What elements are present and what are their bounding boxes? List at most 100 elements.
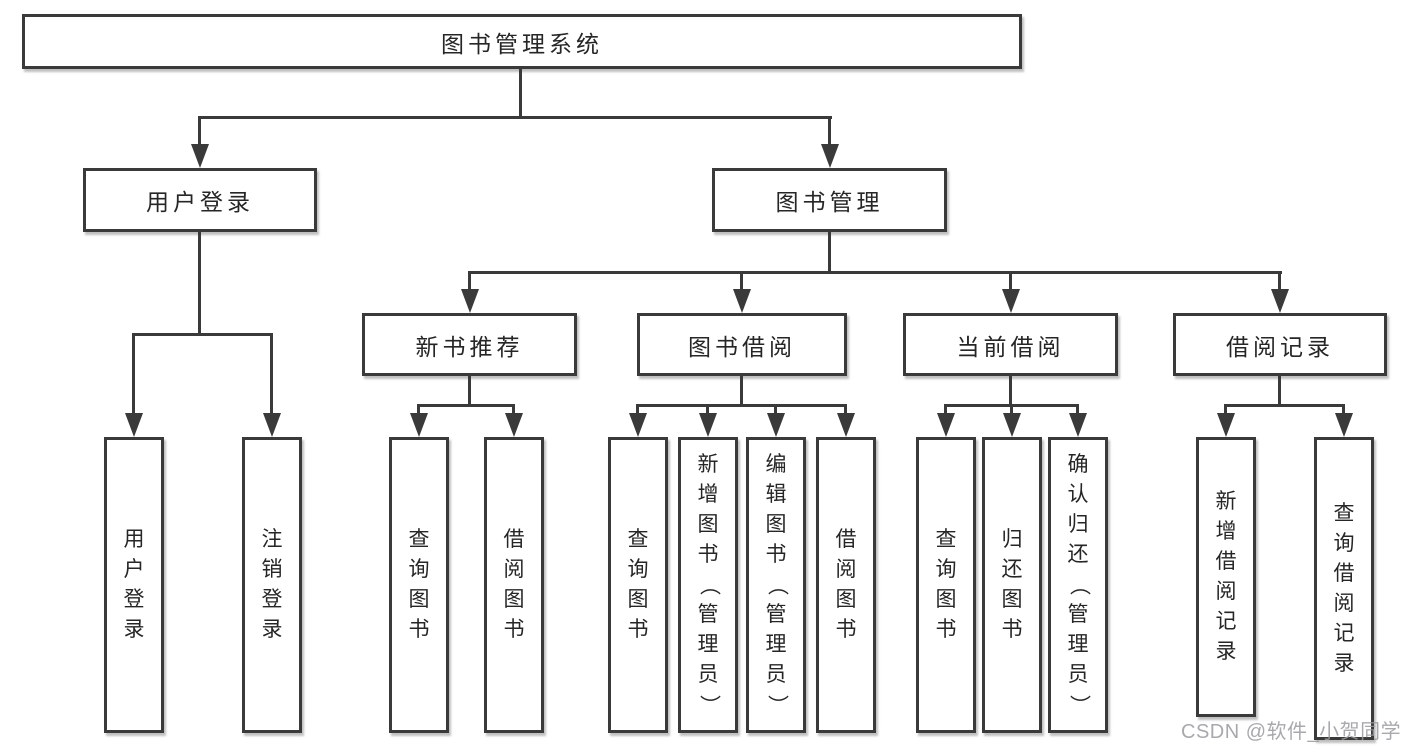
leaf-label-char: 户 xyxy=(123,558,145,581)
connector-line xyxy=(1224,405,1227,415)
leaf-user-login: 用户登录 xyxy=(104,437,164,733)
node-new-book-recommend-label: 新书推荐 xyxy=(415,333,524,360)
arrow-down-icon xyxy=(1069,413,1087,437)
connector-line xyxy=(740,272,743,291)
connector-line xyxy=(198,232,201,336)
leaf-label-char: 图 xyxy=(835,588,857,611)
leaf-label-char: 管 xyxy=(697,603,719,626)
connector-line xyxy=(636,404,847,407)
leaf-label-char: 还 xyxy=(1001,558,1023,581)
leaf-label-char: 用 xyxy=(123,528,145,551)
leaf-label-char: 询 xyxy=(627,558,649,581)
leaf-label-char: （ xyxy=(1067,574,1090,596)
leaf-query-borrow-record-label: 查询借阅记录 xyxy=(1317,440,1371,737)
connector-line xyxy=(1278,272,1281,291)
leaf-label-char: 录 xyxy=(1215,640,1237,663)
leaf-label-char: 录 xyxy=(123,618,145,641)
arrow-down-icon xyxy=(1335,413,1353,437)
connector-line xyxy=(774,405,777,415)
arrow-down-icon xyxy=(1217,413,1235,437)
arrow-down-icon xyxy=(937,413,955,437)
leaf-return-book: 归还图书 xyxy=(982,437,1042,733)
leaf-user-login-label: 用户登录 xyxy=(107,440,161,730)
arrow-down-icon xyxy=(1271,289,1289,313)
leaf-label-char: 图 xyxy=(765,513,787,536)
arrow-down-icon xyxy=(767,413,785,437)
leaf-query-book-recommend: 查询图书 xyxy=(389,437,449,733)
leaf-label-char: 还 xyxy=(1067,543,1089,566)
leaf-add-book-admin-label: 新增图书（管理员） xyxy=(681,440,735,730)
connector-line xyxy=(468,376,471,407)
leaf-label-char: 阅 xyxy=(1215,580,1237,603)
arrow-down-icon xyxy=(410,413,428,437)
node-borrow-record: 借阅记录 xyxy=(1173,313,1387,376)
leaf-label-char: （ xyxy=(697,574,720,596)
node-borrow-record-label: 借阅记录 xyxy=(1226,333,1334,360)
connector-line xyxy=(417,404,515,407)
leaf-label-char: 书 xyxy=(765,543,787,566)
connector-line xyxy=(740,376,743,407)
leaf-label-char: 新 xyxy=(697,453,719,476)
leaf-label-char: 新 xyxy=(1215,490,1237,513)
leaf-label-char: 书 xyxy=(503,618,525,641)
leaf-label-char: 录 xyxy=(1333,651,1355,675)
leaf-query-book-borrow: 查询图书 xyxy=(608,437,668,733)
leaf-label-char: 书 xyxy=(697,543,719,566)
leaf-confirm-return-admin: 确认归还（管理员） xyxy=(1048,437,1108,733)
connector-line xyxy=(1009,376,1012,407)
leaf-logout-label: 注销登录 xyxy=(245,440,299,730)
leaf-query-book-recommend-label: 查询图书 xyxy=(392,440,446,730)
node-book-management-label: 图书管理 xyxy=(775,189,884,215)
arrow-down-icon xyxy=(1002,289,1020,313)
arrow-down-icon xyxy=(461,289,479,313)
connector-line xyxy=(1076,405,1079,415)
node-book-management: 图书管理 xyxy=(712,168,947,232)
leaf-add-borrow-record-label: 新增借阅记录 xyxy=(1199,440,1253,714)
node-book-borrow-label: 图书借阅 xyxy=(688,333,796,360)
leaf-label-char: 图 xyxy=(935,588,957,611)
arrow-down-icon xyxy=(1003,413,1021,437)
leaf-add-borrow-record: 新增借阅记录 xyxy=(1196,437,1256,717)
leaf-label-char: 询 xyxy=(1333,531,1355,555)
leaf-label-char: 记 xyxy=(1333,621,1355,645)
leaf-label-char: 管 xyxy=(765,603,787,626)
arrow-down-icon xyxy=(505,413,523,437)
leaf-query-book-current-label: 查询图书 xyxy=(919,440,973,730)
arrow-down-icon xyxy=(125,413,143,437)
connector-line xyxy=(944,405,947,415)
leaf-label-char: 查 xyxy=(1333,501,1355,525)
leaf-borrow-book: 借阅图书 xyxy=(816,437,876,733)
leaf-label-char: 阅 xyxy=(1333,591,1355,615)
leaf-label-char: 借 xyxy=(835,528,857,551)
connector-line xyxy=(132,334,135,415)
leaf-label-char: 借 xyxy=(1333,561,1355,585)
connector-line xyxy=(1278,376,1281,407)
connector-line xyxy=(828,232,831,273)
connector-line xyxy=(132,333,273,336)
node-current-borrow-label: 当前借阅 xyxy=(956,333,1065,360)
connector-line xyxy=(706,405,709,415)
leaf-label-char: ） xyxy=(697,694,720,716)
root-node-label: 图书管理系统 xyxy=(441,30,603,57)
leaf-label-char: 辑 xyxy=(765,483,787,506)
leaf-borrow-book-recommend: 借阅图书 xyxy=(484,437,544,733)
leaf-query-book-borrow-label: 查询图书 xyxy=(611,440,665,730)
leaf-label-char: 图 xyxy=(1001,588,1023,611)
connector-line xyxy=(198,117,201,147)
leaf-label-char: 注 xyxy=(261,528,283,551)
connector-line xyxy=(417,405,420,415)
leaf-label-char: 图 xyxy=(627,588,649,611)
leaf-label-char: 图 xyxy=(408,588,430,611)
leaf-label-char: ） xyxy=(1067,694,1090,716)
leaf-logout: 注销登录 xyxy=(242,437,302,733)
leaf-label-char: 理 xyxy=(1067,633,1089,656)
arrow-down-icon xyxy=(263,413,281,437)
leaf-label-char: 录 xyxy=(261,618,283,641)
leaf-edit-book-admin: 编辑图书（管理员） xyxy=(746,437,806,733)
connector-line xyxy=(519,69,522,119)
leaf-label-char: 增 xyxy=(1215,520,1237,543)
leaf-label-char: 借 xyxy=(1215,550,1237,573)
leaf-label-char: 记 xyxy=(1215,610,1237,633)
arrow-down-icon xyxy=(629,413,647,437)
